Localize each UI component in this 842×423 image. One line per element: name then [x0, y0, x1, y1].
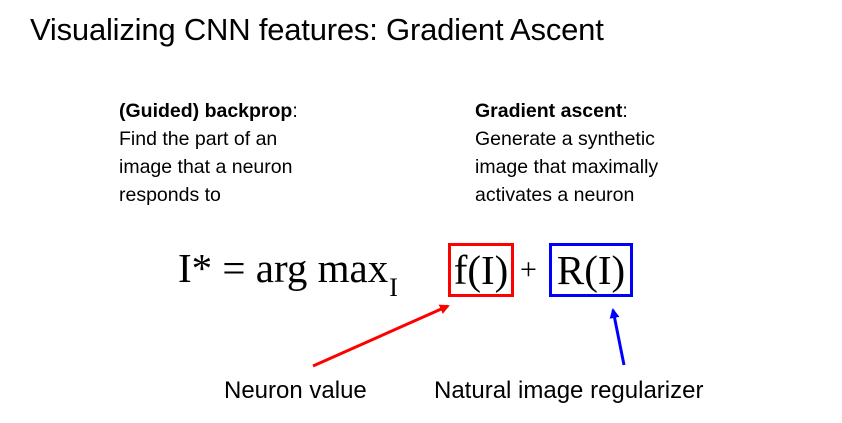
backprop-description: (Guided) backprop: Find the part of an i… [119, 97, 298, 209]
equation-lhs: I* = arg max [178, 245, 389, 291]
backprop-heading-colon: : [292, 100, 298, 122]
neuron-value-arrow [312, 304, 450, 368]
regularizer-term: R(I) [556, 247, 626, 293]
gradient-ascent-heading: Gradient ascent [475, 100, 623, 122]
regularizer-term-box: R(I) [549, 243, 633, 297]
regularizer-label: Natural image regularizer [434, 377, 704, 404]
gradient-ascent-line-3: activates a neuron [475, 184, 635, 206]
backprop-line-2: image that a neuron [119, 156, 293, 178]
neuron-value-label: Neuron value [224, 377, 367, 404]
gradient-ascent-heading-colon: : [622, 100, 628, 122]
gradient-ascent-description: Gradient ascent: Generate a synthetic im… [475, 97, 658, 209]
backprop-line-3: responds to [119, 184, 221, 206]
backprop-heading: (Guided) backprop [119, 100, 293, 122]
slide-title: Visualizing CNN features: Gradient Ascen… [30, 12, 604, 47]
backprop-line-1: Find the part of an [119, 128, 278, 150]
argmax-subscript: I [389, 273, 398, 302]
gradient-ascent-line-1: Generate a synthetic [475, 128, 655, 150]
regularizer-arrow [609, 308, 626, 366]
gradient-ascent-line-2: image that maximally [475, 156, 659, 178]
plus-sign: + [520, 253, 537, 286]
backprop-heading-line: (Guided) backprop: [119, 97, 298, 125]
gradient-ascent-heading-line: Gradient ascent: [475, 97, 658, 125]
neuron-term: f(I) [453, 247, 509, 293]
neuron-term-box: f(I) [448, 243, 514, 297]
objective-equation: I* = arg maxI [178, 238, 398, 304]
